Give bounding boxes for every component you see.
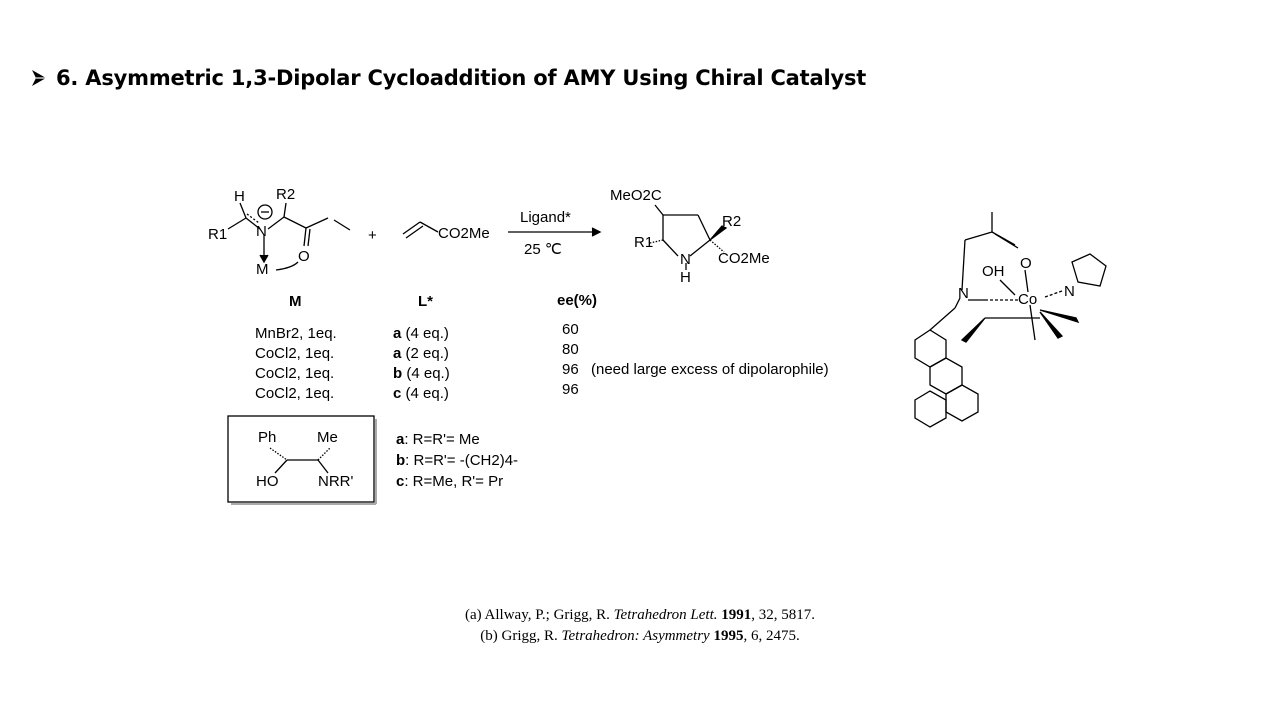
arrow-bottom-label: 25 ℃ [524, 241, 562, 258]
row-ligand-letter: b [393, 365, 402, 382]
table-row: CoCl2, 1eq. b (4 eq.) 96 (need large exc… [255, 361, 829, 382]
ligand-nrr: NRR' [318, 473, 353, 490]
acrylate-label: CO2Me [438, 225, 490, 242]
row-ligand-eq: (4 eq.) [406, 385, 449, 402]
header-m: M [289, 293, 302, 310]
table-row: CoCl2, 1eq. a (2 eq.) 80 [255, 341, 579, 362]
complex-oh: OH [982, 263, 1005, 280]
complex-n-imine: N [958, 285, 969, 302]
ligand-ph: Ph [258, 429, 276, 446]
row-ee: 60 [562, 321, 579, 338]
arrow-top-label: Ligand* [520, 209, 571, 226]
ligand-def: a: R=R'= Me [396, 431, 480, 448]
slide-title: 6. Asymmetric 1,3-Dipolar Cycloaddition … [30, 66, 866, 90]
ligand-def: b: R=R'= -(CH2)4- [396, 452, 518, 469]
table-row: CoCl2, 1eq. c (4 eq.) 96 [255, 381, 579, 402]
complex-co: Co [1018, 291, 1037, 308]
row-ee: 80 [562, 341, 579, 358]
row-note: (need large excess of dipolarophile) [591, 361, 829, 378]
product-ester-right: CO2Me [718, 250, 770, 267]
arrow-bullet-icon [30, 66, 56, 90]
ligand-me: Me [317, 429, 338, 446]
product-r1: R1 [634, 234, 653, 251]
row-ligand-eq: (2 eq.) [406, 345, 449, 362]
row-metal: MnBr2, 1eq. [255, 325, 337, 342]
table-row: MnBr2, 1eq. a (4 eq.) 60 [255, 321, 579, 342]
complex-o: O [1020, 255, 1032, 272]
reference-b: (b) Grigg, R. Tetrahedron: Asymmetry 199… [480, 628, 800, 644]
amy-r2-label: R2 [276, 186, 295, 203]
svg-text:b (4 eq.): b (4 eq.) [393, 365, 450, 382]
complex-n-pyrrolidine: N [1064, 283, 1075, 300]
product-r2: R2 [722, 213, 741, 230]
amy-m-label: M [256, 261, 269, 278]
amy-n-label: N [256, 223, 267, 240]
amy-r1-label: R1 [208, 226, 227, 243]
slide-title-text: 6. Asymmetric 1,3-Dipolar Cycloaddition … [56, 66, 867, 90]
header-l: L* [418, 293, 433, 310]
row-ligand-eq: (4 eq.) [406, 365, 449, 382]
svg-text:c (4 eq.): c (4 eq.) [393, 385, 449, 402]
row-metal: CoCl2, 1eq. [255, 365, 334, 382]
product-n: N [680, 251, 691, 268]
row-ligand-letter: c [393, 385, 401, 402]
svg-text:a (4 eq.): a (4 eq.) [393, 325, 449, 342]
row-ligand-eq: (4 eq.) [406, 325, 449, 342]
ligand-ho: HO [256, 473, 279, 490]
row-metal: CoCl2, 1eq. [255, 385, 334, 402]
row-ee: 96 [562, 361, 579, 378]
ligand-def: c: R=Me, R'= Pr [396, 473, 503, 490]
svg-text:a (2 eq.): a (2 eq.) [393, 345, 449, 362]
plus-sign: + [368, 227, 377, 244]
reference-a: (a) Allway, P.; Grigg, R. Tetrahedron Le… [464, 607, 815, 623]
reaction-scheme: H R2 R1 N O M + CO2Me Ligand* 25 ℃ MeO2C… [208, 186, 1107, 505]
product-h: H [680, 269, 691, 286]
product-ester-top: MeO2C [610, 187, 662, 204]
header-ee: ee(%) [557, 292, 597, 309]
row-ligand-letter: a [393, 345, 402, 362]
references: (a) Allway, P.; Grigg, R. Tetrahedron Le… [0, 605, 1280, 647]
amy-h-label: H [234, 188, 245, 205]
row-metal: CoCl2, 1eq. [255, 345, 334, 362]
amy-o-label: O [298, 248, 310, 265]
row-ee: 96 [562, 381, 579, 398]
row-ligand-letter: a [393, 325, 402, 342]
